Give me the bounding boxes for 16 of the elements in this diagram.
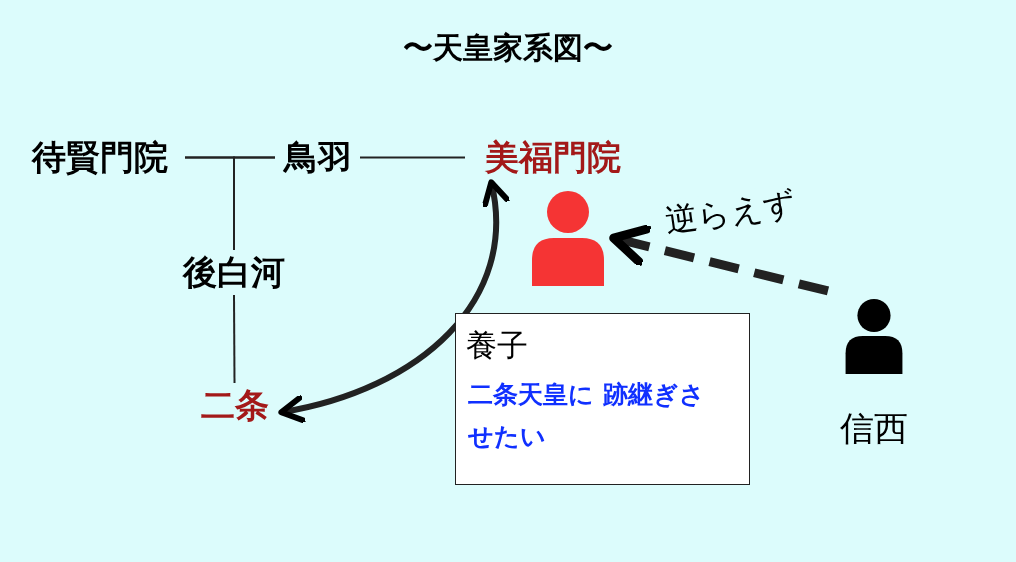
name-label: 信西 [839, 407, 909, 450]
name-label: 鳥羽 [275, 135, 360, 180]
arrow [278, 179, 509, 423]
note-heading: 養子 [466, 326, 529, 365]
connector-line [359, 156, 466, 159]
note-text: 二条天皇に 跡継ぎさせたい [468, 379, 706, 453]
connector-line [233, 156, 276, 251]
diagram-title: 〜天皇家系図〜 [402, 29, 614, 67]
arrow [609, 224, 830, 296]
person-icon [530, 190, 606, 286]
name-label: 美福門院 [465, 135, 640, 180]
note-box [455, 313, 750, 485]
connector-line [233, 294, 236, 384]
name-label: 二条 [192, 383, 277, 428]
name-label: 待賢門院 [15, 135, 185, 180]
name-label: 後白河 [169, 250, 299, 295]
